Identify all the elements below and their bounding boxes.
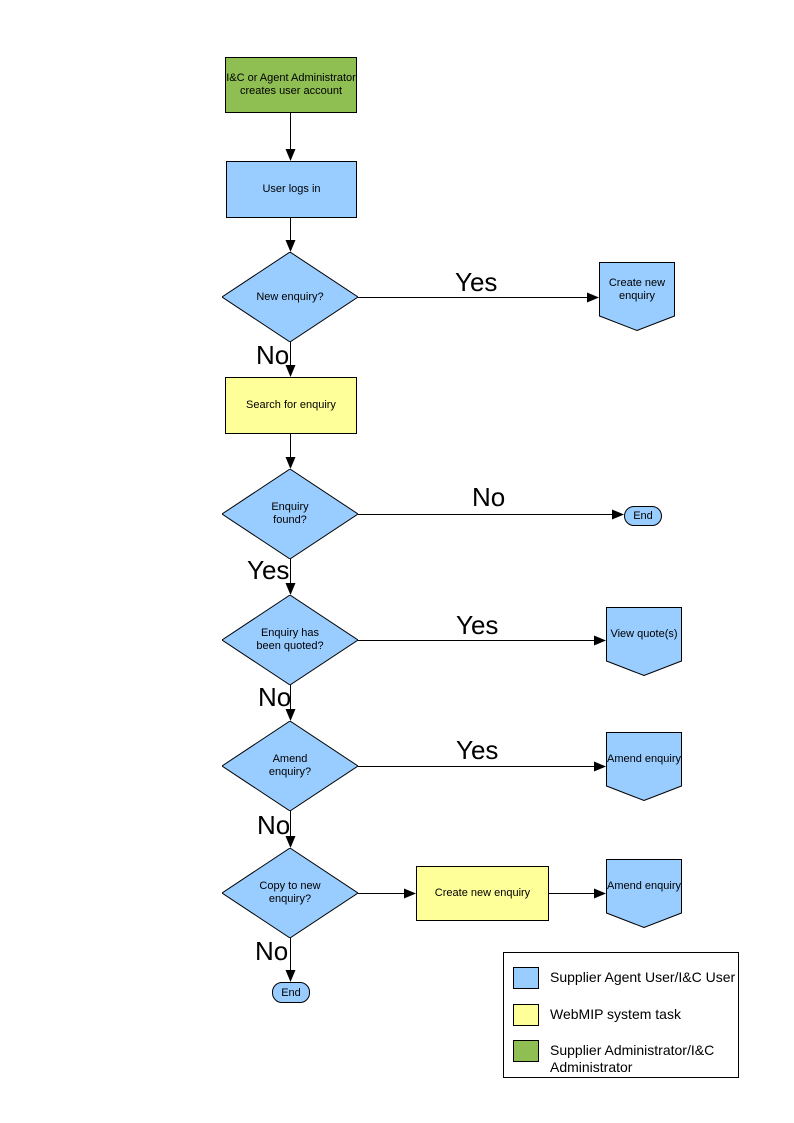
legend-swatch-yellow	[513, 1004, 539, 1026]
legend-label: Supplier Administrator/I&C Administrator	[550, 1042, 715, 1075]
node-admin-creates-account: I&C or Agent Administrator creates user …	[225, 57, 357, 113]
edge-label-yes-enquiry-quoted: Yes	[456, 610, 499, 640]
diamond-shape	[222, 848, 358, 938]
pentagon-shape	[606, 732, 682, 801]
task-create-new-enquiry: Create new enquiry	[416, 866, 549, 921]
decision-copy-to-new-enquiry: Copy to new enquiry?	[222, 848, 358, 938]
diamond-shape	[222, 721, 358, 811]
edge-label-yes-amend-enquiry: Yes	[456, 735, 499, 765]
node-label: New enquiry?	[256, 290, 324, 303]
edge-label-no-new-enquiry: No	[256, 340, 290, 370]
connector-amend-enquiry-1: Amend enquiry	[606, 732, 682, 801]
edge-label-yes-enquiry-found: Yes	[247, 555, 290, 585]
node-label: Amend enquiry	[607, 753, 681, 765]
node-label: Enquiry found?	[271, 501, 309, 526]
node-label: Amend enquiry	[607, 880, 681, 892]
connector-amend-enquiry-2: Amend enquiry	[606, 859, 682, 928]
diamond-shape	[222, 252, 358, 342]
node-label: I&C or Agent Administrator creates user …	[226, 72, 356, 97]
pentagon-shape	[599, 262, 675, 331]
legend-item-supplier-administrator: Supplier Administrator/I&C Administrator	[513, 1040, 714, 1076]
legend-label: Supplier Agent User/I&C User	[550, 969, 736, 985]
legend: Supplier Agent User/I&C User WebMIP syst…	[503, 952, 739, 1078]
legend-item-supplier-agent-user: Supplier Agent User/I&C User	[513, 967, 735, 989]
edge-label-no-amend-enquiry: No	[257, 810, 291, 840]
connector-view-quotes: View quote(s)	[606, 607, 682, 676]
pentagon-shape	[606, 607, 682, 676]
edge-label-no-enquiry-quoted: No	[258, 682, 292, 712]
edge-label-no-copy-to-new: No	[255, 936, 289, 966]
node-label: Enquiry has been quoted?	[256, 627, 324, 652]
terminator-end-right: End	[624, 506, 662, 526]
node-label: Amend enquiry?	[268, 753, 312, 778]
task-search-for-enquiry: Search for enquiry	[225, 377, 357, 434]
node-label: Search for enquiry	[246, 399, 336, 411]
edge-label-no-enquiry-found: No	[472, 482, 506, 512]
node-label: Copy to new enquiry?	[259, 880, 321, 905]
decision-amend-enquiry: Amend enquiry?	[222, 721, 358, 811]
legend-swatch-green	[513, 1040, 539, 1062]
node-label: End	[633, 510, 653, 522]
legend-swatch-blue	[513, 967, 539, 989]
diamond-shape	[222, 595, 358, 685]
decision-new-enquiry: New enquiry?	[222, 252, 358, 342]
node-label: User logs in	[262, 183, 321, 195]
terminator-end-bottom: End	[272, 982, 310, 1003]
node-label: Create new enquiry	[434, 887, 531, 899]
node-label: End	[281, 986, 301, 999]
node-label: Create new enquiry	[608, 276, 666, 302]
legend-item-webmip-system-task: WebMIP system task	[513, 1004, 681, 1026]
decision-enquiry-found: Enquiry found?	[222, 469, 358, 559]
node-label: View quote(s)	[610, 628, 678, 640]
edge-label-yes-new-enquiry: Yes	[455, 267, 498, 297]
diamond-shape	[222, 469, 358, 559]
connector-create-new-enquiry: Create new enquiry	[599, 262, 675, 331]
decision-enquiry-quoted: Enquiry has been quoted?	[222, 595, 358, 685]
pentagon-shape	[606, 859, 682, 928]
legend-label: WebMIP system task	[550, 1006, 681, 1022]
node-user-logs-in: User logs in	[226, 161, 357, 218]
